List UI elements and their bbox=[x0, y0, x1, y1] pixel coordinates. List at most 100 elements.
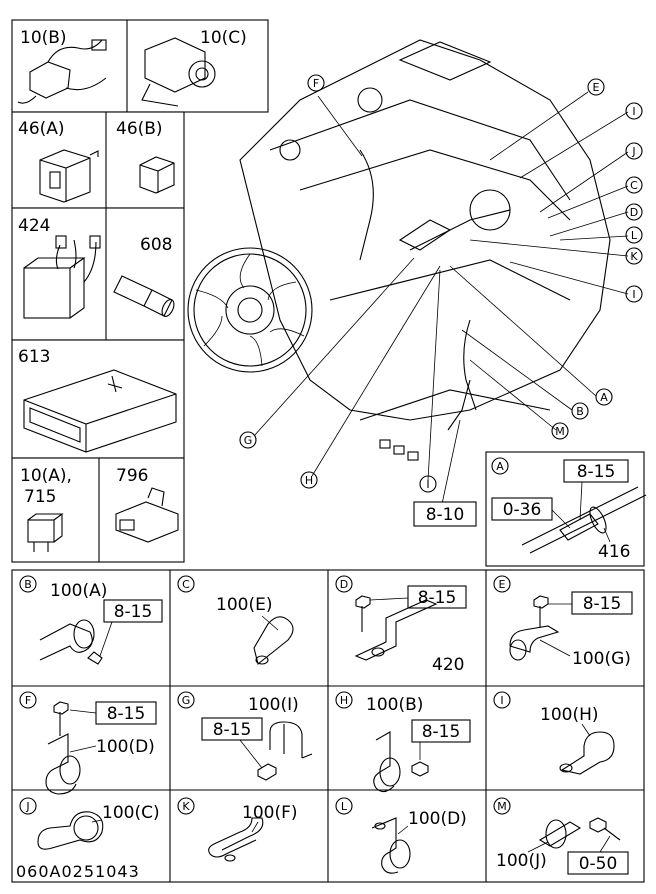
svg-text:8-15: 8-15 bbox=[418, 588, 457, 608]
svg-text:G: G bbox=[244, 434, 253, 447]
svg-text:0-36: 0-36 bbox=[503, 500, 542, 520]
svg-text:8-15: 8-15 bbox=[583, 594, 622, 614]
part-46a-drawing bbox=[39, 149, 99, 203]
callout-circle-i-2: I bbox=[625, 285, 643, 303]
callout-circle-i-1: I bbox=[625, 102, 643, 120]
detail-m: M 100(J) 0-50 bbox=[493, 797, 629, 875]
svg-text:K: K bbox=[630, 250, 638, 263]
callout-circle-k: K bbox=[625, 247, 643, 265]
part-715-drawing bbox=[27, 513, 64, 552]
svg-text:J: J bbox=[631, 145, 635, 158]
callout-circle-h: H bbox=[300, 471, 318, 489]
callout-circle-f: F bbox=[307, 74, 325, 92]
svg-text:8-15: 8-15 bbox=[107, 704, 146, 724]
svg-text:8-15: 8-15 bbox=[577, 462, 616, 482]
svg-text:F: F bbox=[25, 694, 31, 707]
svg-text:100(D): 100(D) bbox=[408, 809, 467, 829]
left-panel-grid bbox=[11, 19, 269, 563]
svg-text:G: G bbox=[182, 694, 191, 707]
svg-text:0-50: 0-50 bbox=[579, 854, 618, 874]
part-613-drawing bbox=[23, 369, 177, 453]
part-46b-drawing bbox=[139, 156, 175, 194]
svg-text:L: L bbox=[341, 800, 348, 813]
callout-circle-l: L bbox=[625, 226, 643, 244]
detail-h: H 100(B) 8-15 bbox=[335, 691, 471, 793]
svg-text:100(E): 100(E) bbox=[216, 595, 272, 615]
detail-c: C 100(E) bbox=[177, 575, 294, 665]
label-796: 796 bbox=[116, 466, 148, 486]
svg-text:I: I bbox=[426, 478, 429, 491]
callout-circle-m: M bbox=[551, 422, 569, 440]
label-715: 715 bbox=[24, 487, 56, 507]
svg-text:L: L bbox=[631, 229, 638, 242]
svg-text:100(F): 100(F) bbox=[242, 803, 298, 823]
callout-circle-b: B bbox=[571, 402, 589, 420]
svg-text:8-15: 8-15 bbox=[114, 602, 153, 622]
svg-text:B: B bbox=[24, 578, 32, 591]
detail-f: F 8-15 100(D) bbox=[19, 691, 157, 795]
callout-circle-e: E bbox=[587, 78, 605, 96]
ref-box-8-10: 8-10 bbox=[413, 501, 477, 527]
label-424: 424 bbox=[18, 216, 50, 236]
svg-text:8-10: 8-10 bbox=[426, 505, 465, 525]
svg-text:100(G): 100(G) bbox=[572, 649, 631, 669]
label-10c: 10(C) bbox=[200, 28, 247, 48]
svg-text:I: I bbox=[632, 288, 635, 301]
svg-text:D: D bbox=[340, 578, 348, 591]
part-10c-drawing bbox=[141, 37, 216, 107]
svg-text:100(D): 100(D) bbox=[96, 737, 155, 757]
callout-circle-g: G bbox=[239, 431, 257, 449]
detail-l: L 100(D) bbox=[335, 797, 467, 874]
part-424-drawing bbox=[23, 235, 101, 319]
part-608-drawing bbox=[113, 275, 175, 317]
svg-text:8-15: 8-15 bbox=[213, 720, 252, 740]
svg-text:E: E bbox=[593, 81, 600, 94]
detail-b: B 100(A) 8-15 bbox=[19, 575, 163, 665]
detail-i: I 100(H) bbox=[493, 691, 615, 775]
svg-text:416: 416 bbox=[598, 542, 630, 562]
label-608: 608 bbox=[140, 235, 172, 255]
callout-circle-d: D bbox=[625, 203, 643, 221]
detail-j: J 100(C) bbox=[19, 797, 160, 850]
detail-k: K 100(F) bbox=[177, 797, 298, 862]
callout-circle-j: J bbox=[625, 142, 643, 160]
svg-text:E: E bbox=[499, 578, 506, 591]
svg-text:100(A): 100(A) bbox=[50, 581, 107, 601]
svg-text:100(B): 100(B) bbox=[366, 695, 423, 715]
svg-text:A: A bbox=[496, 460, 504, 473]
svg-text:100(I): 100(I) bbox=[248, 695, 299, 715]
detail-g: G 100(I) 8-15 bbox=[177, 691, 313, 781]
svg-text:420: 420 bbox=[432, 655, 464, 675]
svg-text:K: K bbox=[182, 800, 190, 813]
label-46b: 46(B) bbox=[116, 119, 163, 139]
svg-text:A: A bbox=[600, 391, 608, 404]
svg-text:100(J): 100(J) bbox=[496, 851, 547, 871]
label-46a: 46(A) bbox=[18, 119, 65, 139]
svg-text:B: B bbox=[576, 405, 584, 418]
drawing-id: 060A0251043 bbox=[16, 862, 140, 881]
callout-circle-c: C bbox=[625, 176, 643, 194]
svg-text:D: D bbox=[630, 206, 638, 219]
svg-text:C: C bbox=[182, 578, 190, 591]
detail-e: E 8-15 100(G) bbox=[493, 575, 633, 669]
part-10b-drawing bbox=[17, 39, 107, 104]
svg-text:M: M bbox=[555, 425, 565, 438]
svg-text:C: C bbox=[630, 179, 638, 192]
svg-text:8-15: 8-15 bbox=[422, 722, 461, 742]
callout-circle-i-3: I bbox=[419, 475, 437, 493]
svg-text:J: J bbox=[25, 800, 29, 813]
svg-text:I: I bbox=[500, 694, 503, 707]
label-10a: 10(A), bbox=[20, 466, 72, 486]
detail-a-panel: A 8-15 0-36 416 bbox=[485, 451, 647, 567]
svg-text:M: M bbox=[497, 800, 507, 813]
engine-drawing bbox=[187, 39, 611, 461]
svg-text:I: I bbox=[632, 105, 635, 118]
callout-circle-a: A bbox=[595, 388, 613, 406]
detail-d: D 8-15 420 bbox=[335, 575, 467, 675]
svg-text:H: H bbox=[340, 694, 348, 707]
callout-leaders bbox=[253, 91, 629, 505]
part-796-drawing bbox=[115, 487, 179, 543]
svg-text:H: H bbox=[305, 474, 313, 487]
label-10b: 10(B) bbox=[20, 28, 67, 48]
